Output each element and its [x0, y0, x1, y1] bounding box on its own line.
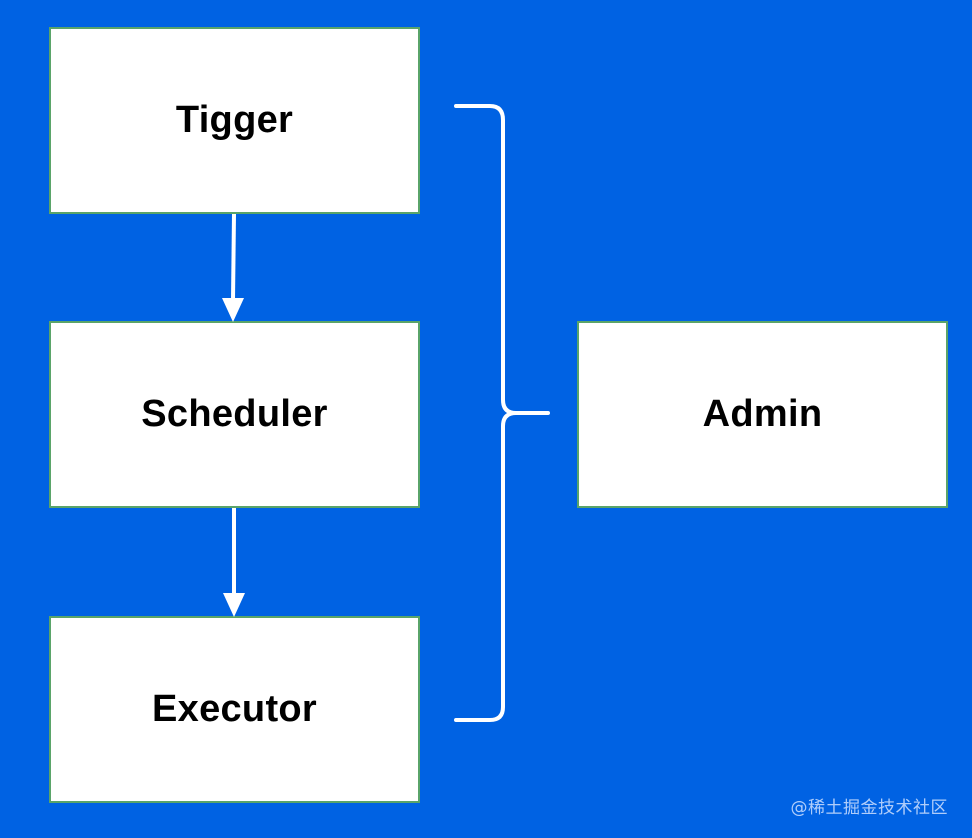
admin-label: Admin	[702, 393, 823, 435]
arrow-trigger-to-scheduler	[222, 213, 244, 322]
curly-brace-connector	[454, 104, 550, 722]
scheduler-label: Scheduler	[141, 393, 328, 435]
executor-label: Executor	[151, 688, 317, 730]
admin-box: Admin	[577, 321, 948, 508]
arrow-scheduler-to-executor	[223, 508, 245, 617]
executor-box: Executor	[49, 616, 420, 803]
scheduler-box: Scheduler	[49, 321, 420, 508]
trigger-label: Tigger	[175, 99, 294, 141]
trigger-box: Tigger	[49, 27, 420, 214]
watermark-text: @稀土掘金技术社区	[790, 798, 948, 818]
